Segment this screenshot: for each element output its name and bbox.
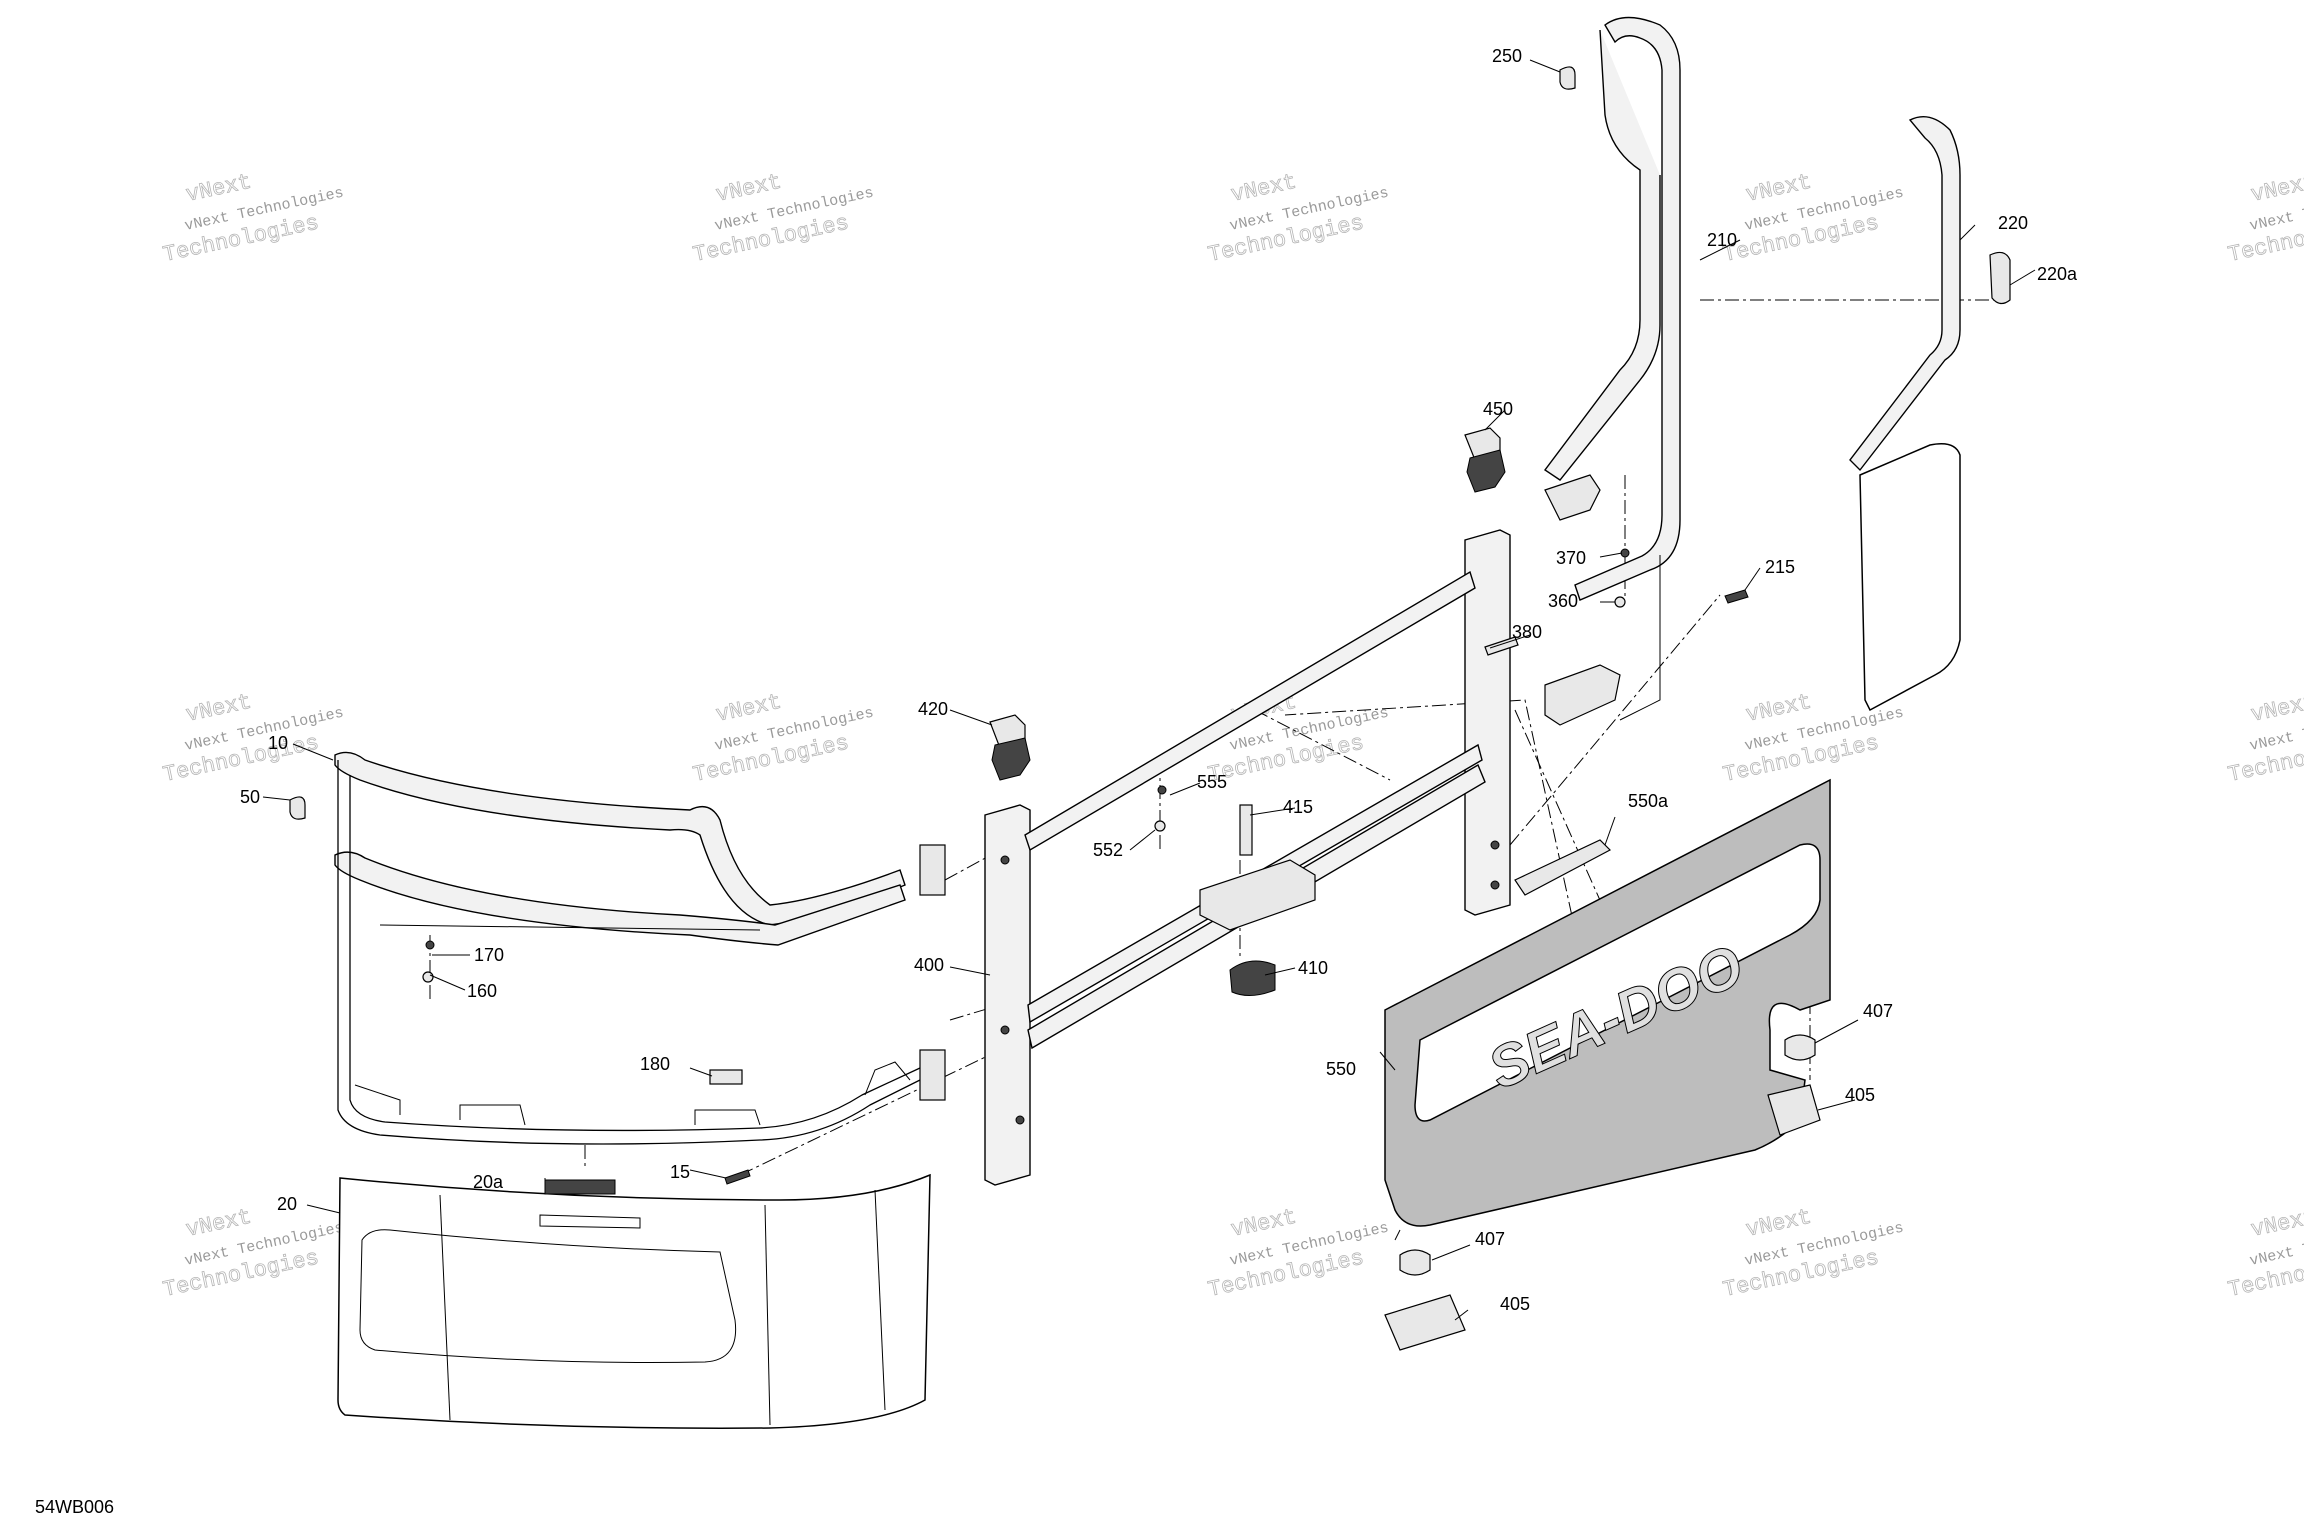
screw-part-15	[724, 1169, 751, 1185]
callout-label: 420	[918, 699, 948, 719]
rear-handle-left	[1543, 16, 1681, 726]
emblem-part-20a	[544, 1179, 616, 1195]
clamp-part-405-right	[1767, 1084, 1821, 1136]
cap-part-50	[289, 796, 306, 820]
sleeve-part-407-left	[1399, 1249, 1431, 1276]
svg-text:vNext: vNext	[714, 170, 784, 208]
rear-panel: SEA-DOO	[1384, 778, 1831, 1351]
callout-label: 50	[240, 787, 260, 807]
callout-label: 415	[1283, 797, 1313, 817]
svg-text:vNext: vNext	[1229, 1205, 1299, 1243]
callout-label: 250	[1492, 46, 1522, 66]
pad-part-180	[709, 1069, 743, 1085]
watermark: vNext vNext Technologies Technologies	[1721, 169, 1906, 268]
svg-text:vNext: vNext	[1229, 170, 1299, 208]
watermark: vNext vNext Technologies Technologies	[2226, 1204, 2304, 1303]
svg-text:vNext: vNext	[2249, 690, 2304, 728]
rear-handle-right	[1849, 116, 2011, 712]
svg-text:vNext: vNext	[714, 690, 784, 728]
callout-labels: 10 15 20 20a 50 160 170 180 210 215 220 …	[240, 46, 2078, 1314]
sleeve-part-407-right	[1784, 1034, 1816, 1061]
svg-text:vNext: vNext	[184, 690, 254, 728]
bushing-part-410	[1229, 960, 1276, 996]
rod-part-550a	[1514, 839, 1611, 896]
callout-label: 220	[1998, 213, 2028, 233]
watermark: vNext vNext Technologies Technologies	[161, 169, 346, 268]
leader-lines	[262, 59, 2036, 1321]
svg-text:vNext: vNext	[1744, 170, 1814, 208]
watermark: vNext vNext Technologies Technologies	[1206, 169, 1391, 268]
svg-text:vNext: vNext	[1744, 690, 1814, 728]
clip-part-450	[1464, 427, 1506, 493]
callout-label: 400	[914, 955, 944, 975]
callout-label: 215	[1765, 557, 1795, 577]
watermark: vNext vNext Technologies Technologies	[161, 1204, 346, 1303]
callout-label: 555	[1197, 772, 1227, 792]
washer-part-160	[422, 971, 434, 983]
callout-label: 550a	[1628, 791, 1669, 811]
callout-label: 170	[474, 945, 504, 965]
svg-text:vNext: vNext	[2249, 170, 2304, 208]
callout-label: 15	[670, 1162, 690, 1182]
callout-label: 360	[1548, 591, 1578, 611]
callout-label: 20a	[473, 1172, 504, 1192]
callout-label: 20	[277, 1194, 297, 1214]
bracket-upper	[919, 844, 946, 896]
callout-label: 370	[1556, 548, 1586, 568]
watermark: vNext vNext Technologies Technologies	[691, 169, 876, 268]
bracket-210-upper	[1544, 474, 1601, 521]
svg-text:vNext: vNext	[2249, 1205, 2304, 1243]
callout-label: 405	[1845, 1085, 1875, 1105]
washer-part-552	[1154, 820, 1166, 832]
callout-label: 552	[1093, 840, 1123, 860]
nut-part-170	[425, 940, 435, 950]
watermark: vNext vNext Technologies Technologies	[1721, 1204, 1906, 1303]
callout-label: 550	[1326, 1059, 1356, 1079]
callout-label: 405	[1500, 1294, 1530, 1314]
callout-label: 160	[467, 981, 497, 1001]
nut-part-555	[1157, 785, 1167, 795]
bracket-lower	[919, 1049, 946, 1101]
watermark: vNext vNext Technologies Technologies	[161, 689, 346, 788]
clamp-part-410-mount	[1199, 859, 1316, 931]
front-panel	[337, 1173, 931, 1429]
callout-label: 210	[1707, 230, 1737, 250]
front-bumper-frame	[334, 751, 946, 1145]
watermark: vNext vNext Technologies Technologies	[691, 689, 876, 788]
svg-text:vNext: vNext	[1744, 1205, 1814, 1243]
callout-label: 450	[1483, 399, 1513, 419]
clamp-part-405-left	[1384, 1294, 1466, 1351]
nut-part-370	[1620, 548, 1630, 558]
middle-post-frame	[984, 529, 1511, 1186]
callout-label: 10	[268, 733, 288, 753]
watermark: vNext vNext Technologies Technologies	[1206, 1204, 1391, 1303]
watermark: vNext vNext Technologies Technologies	[2226, 689, 2304, 788]
diagram-code: 54WB006	[35, 1497, 115, 1517]
watermark: vNext vNext Technologies Technologies	[2226, 169, 2304, 268]
clip-part-420	[989, 714, 1031, 781]
svg-text:vNext: vNext	[184, 170, 254, 208]
callout-label: 380	[1512, 622, 1542, 642]
callout-label: 407	[1863, 1001, 1893, 1021]
cap-part-220a	[1989, 251, 2011, 305]
callout-label: 180	[640, 1054, 670, 1074]
washer-part-360	[1614, 596, 1626, 608]
callout-label: 220a	[2037, 264, 2078, 284]
callout-label: 410	[1298, 958, 1328, 978]
bracket-210-lower	[1544, 664, 1621, 726]
callout-label: 407	[1475, 1229, 1505, 1249]
screw-part-215	[1724, 589, 1749, 604]
bolt-part-415	[1239, 804, 1253, 856]
svg-text:vNext: vNext	[184, 1205, 254, 1243]
cap-part-250	[1559, 66, 1576, 90]
